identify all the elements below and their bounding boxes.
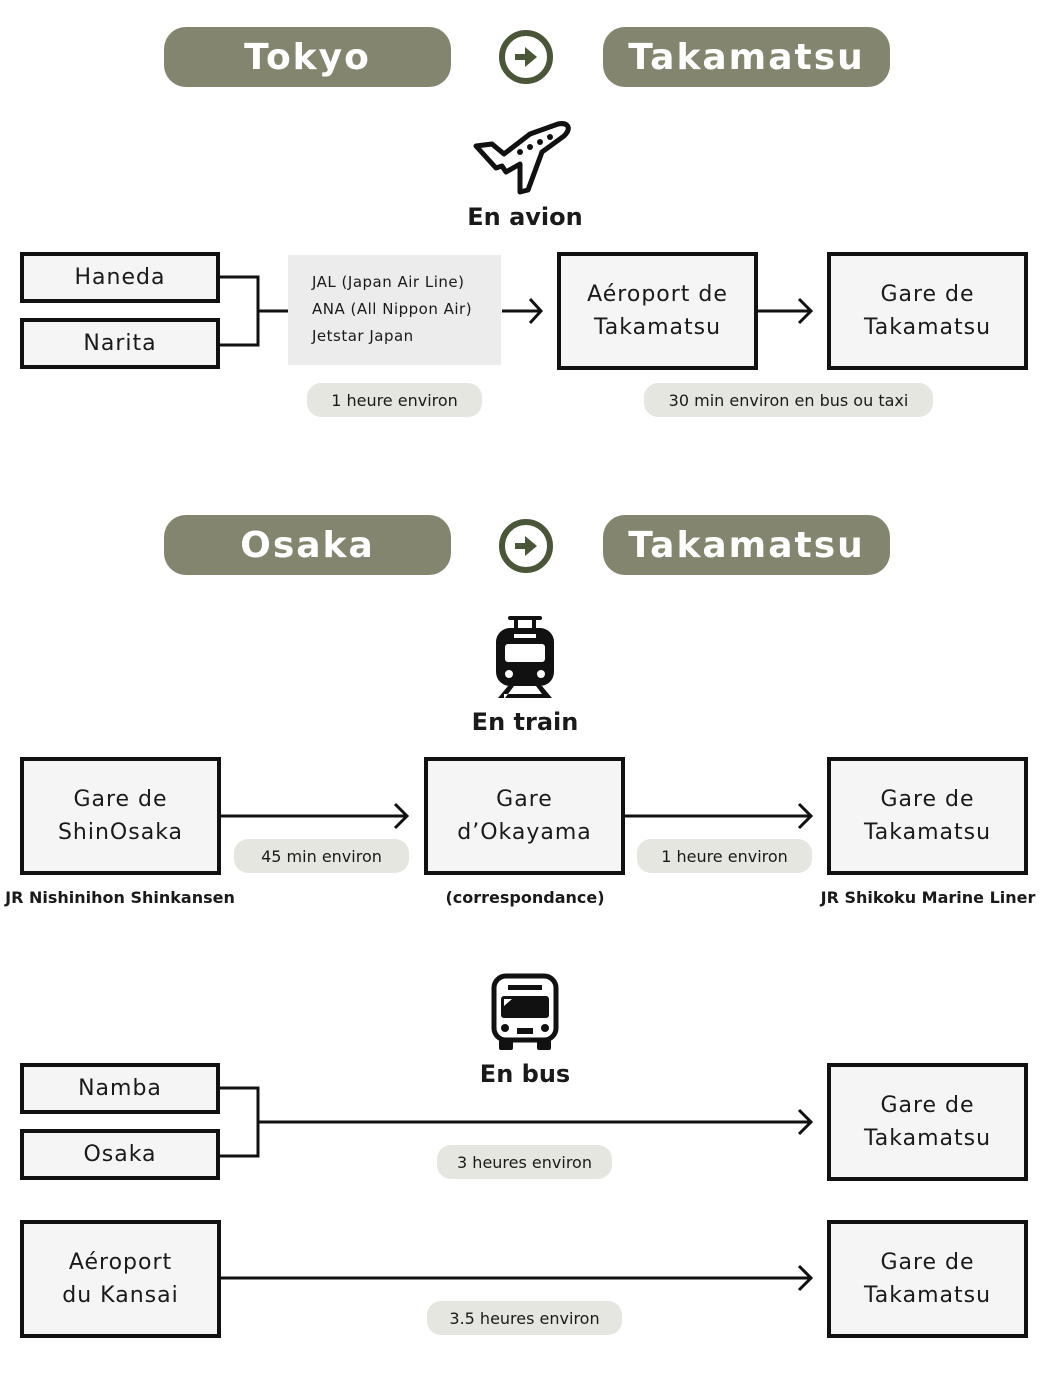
origin-pill-tokyo: Tokyo bbox=[164, 27, 451, 87]
origin-box-kansai-airport: Aéroport du Kansai bbox=[20, 1220, 221, 1338]
origin-box-narita: Narita bbox=[20, 318, 220, 369]
origin-box-namba: Namba bbox=[20, 1063, 220, 1114]
station-box-takamatsu: Gare de Takamatsu bbox=[827, 1220, 1028, 1338]
carrier-item: JAL (Japan Air Line) bbox=[312, 273, 465, 291]
station-box-takamatsu: Gare de Takamatsu bbox=[827, 757, 1028, 875]
station-box-takamatsu: Gare de Takamatsu bbox=[827, 1063, 1028, 1181]
duration-badge-flight: 1 heure environ bbox=[307, 383, 482, 417]
destination-label: Takamatsu bbox=[628, 36, 865, 78]
destination-pill-takamatsu: Takamatsu bbox=[603, 27, 890, 87]
origin-box-haneda: Haneda bbox=[20, 252, 220, 303]
duration-badge-bus2: 3.5 heures environ bbox=[427, 1301, 622, 1335]
bracket-connector bbox=[219, 275, 288, 347]
bus-icon bbox=[491, 973, 559, 1050]
destination-pill-takamatsu: Takamatsu bbox=[603, 515, 890, 575]
duration-badge-leg1: 45 min environ bbox=[234, 839, 409, 873]
line-caption-correspondance: (correspondance) bbox=[445, 888, 605, 907]
carrier-item: ANA (All Nippon Air) bbox=[312, 300, 473, 318]
destination-label: Takamatsu bbox=[628, 524, 865, 566]
origin-label: Osaka bbox=[240, 524, 375, 566]
arrow-head bbox=[528, 297, 544, 325]
airport-box-takamatsu: Aéroport de Takamatsu bbox=[557, 252, 758, 370]
arrow-head bbox=[797, 1264, 814, 1292]
station-box-shinosaka: Gare de ShinOsaka bbox=[20, 757, 221, 875]
origin-label: Tokyo bbox=[244, 36, 371, 78]
origin-box-osaka: Osaka bbox=[20, 1129, 220, 1180]
carrier-item: Jetstar Japan bbox=[312, 327, 414, 345]
carriers-list: JAL (Japan Air Line) ANA (All Nippon Air… bbox=[288, 255, 501, 365]
station-box-okayama: Gare d’Okayama bbox=[424, 757, 625, 875]
arrow-circle-right-icon bbox=[499, 30, 553, 84]
bracket-connector bbox=[219, 1086, 810, 1158]
station-box-takamatsu: Gare de Takamatsu bbox=[827, 252, 1028, 370]
arrow-head bbox=[797, 802, 814, 830]
mode-label-plane: En avion bbox=[467, 203, 583, 231]
mode-label-train: En train bbox=[471, 708, 579, 736]
duration-badge-bus1: 3 heures environ bbox=[437, 1145, 612, 1179]
train-icon bbox=[496, 616, 554, 698]
duration-badge-transfer: 30 min environ en bus ou taxi bbox=[644, 383, 933, 417]
airplane-icon bbox=[473, 121, 571, 195]
arrow-head bbox=[393, 802, 410, 830]
arrow-head bbox=[797, 1108, 814, 1136]
line-caption-marine-liner: JR Shikoku Marine Liner bbox=[820, 888, 1036, 907]
arrow-circle-right-icon bbox=[499, 519, 553, 573]
origin-pill-osaka: Osaka bbox=[164, 515, 451, 575]
line-caption-shinkansen: JR Nishinihon Shinkansen bbox=[5, 888, 235, 907]
mode-label-bus: En bus bbox=[479, 1060, 571, 1088]
arrow-head bbox=[797, 297, 814, 325]
duration-badge-leg2: 1 heure environ bbox=[637, 839, 812, 873]
